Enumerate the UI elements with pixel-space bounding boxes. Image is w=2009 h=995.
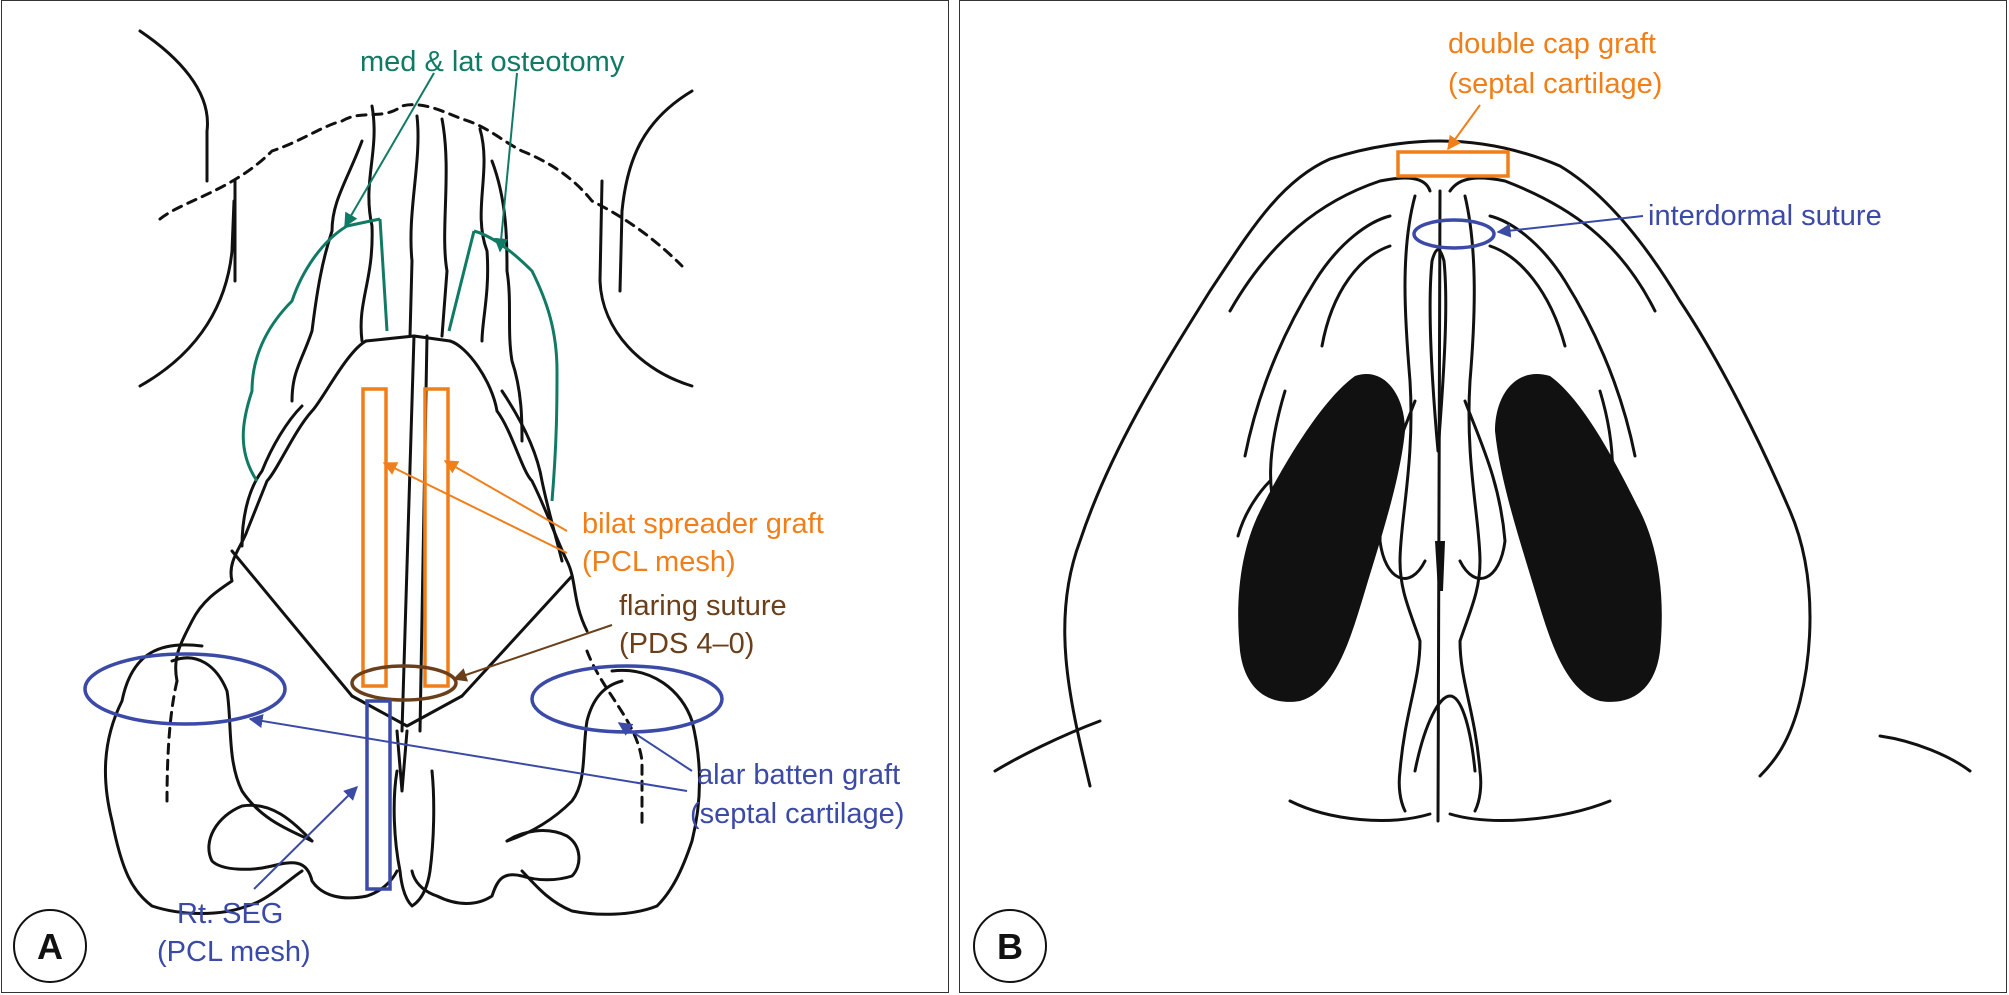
- panel-a: med & lat osteotomy bilat spreader graft…: [1, 0, 949, 993]
- label-flaring-line2: (PDS 4–0): [619, 628, 754, 660]
- batten-leader-left: [248, 714, 688, 792]
- label-osteotomy: med & lat osteotomy: [360, 46, 625, 78]
- label-cap-line2: (septal cartilage): [1448, 68, 1662, 100]
- basal-view-outline: [993, 139, 1972, 823]
- flaring-leader: [452, 624, 613, 682]
- left-alar-batten-ellipse: [83, 652, 287, 726]
- panel-a-diagram: med & lat osteotomy bilat spreader graft…: [13, 29, 904, 983]
- batten-leader-right: [617, 722, 693, 772]
- label-flaring-line1: flaring suture: [619, 590, 787, 622]
- badge-b: B: [997, 926, 1023, 967]
- right-nostril: [1495, 374, 1662, 702]
- septal-extension-graft: [365, 699, 392, 891]
- osteotomy-lines: [241, 217, 559, 502]
- left-spreader-graft: [361, 387, 388, 688]
- spreader-leader-left: [382, 462, 568, 554]
- right-spreader-graft: [423, 387, 450, 688]
- label-seg-line2: (PCL mesh): [157, 936, 311, 968]
- spreader-grafts: [361, 387, 450, 688]
- badge-b-circle: [973, 909, 1047, 983]
- panel-b-diagram: double cap graft (septal cartilage) inte…: [973, 28, 1972, 983]
- badge-a-circle: [13, 909, 87, 983]
- label-interdomal: interdormal suture: [1648, 200, 1882, 232]
- label-spreader-line1: bilat spreader graft: [582, 508, 824, 540]
- columella-shadow: [1435, 541, 1445, 591]
- spreader-leader-right: [443, 460, 568, 532]
- seg-leader: [253, 786, 358, 890]
- label-batten-line2: (septal cartilage): [690, 798, 904, 830]
- double-cap-graft: [1396, 150, 1510, 178]
- label-spreader-line2: (PCL mesh): [582, 546, 736, 578]
- panel-b: double cap graft (septal cartilage) inte…: [959, 0, 2007, 993]
- badge-a: A: [37, 926, 63, 967]
- left-nostril: [1238, 374, 1405, 702]
- leader-lines: [248, 72, 693, 890]
- interdomal-suture-ellipse: [1412, 218, 1496, 250]
- osteotomy-leader-left: [344, 72, 435, 228]
- cap-graft-leader: [1447, 104, 1481, 151]
- label-batten-line1: alar batten graft: [697, 759, 900, 791]
- osteotomy-leader-right: [494, 72, 518, 253]
- flaring-suture-ellipse: [350, 664, 458, 702]
- interdomal-leader: [1496, 215, 1644, 238]
- label-seg-line1: Rt. SEG: [177, 898, 283, 930]
- label-cap-line1: double cap graft: [1448, 28, 1656, 60]
